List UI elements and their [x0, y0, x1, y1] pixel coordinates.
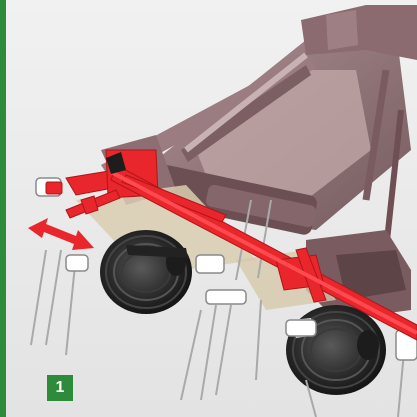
accent-strip — [0, 0, 6, 417]
left-wheel — [100, 230, 192, 314]
machine-illustration — [6, 0, 417, 417]
right-wheel — [286, 305, 386, 395]
support-plate — [76, 185, 256, 275]
tines — [30, 199, 407, 417]
adjustment-arrow — [28, 218, 94, 250]
black-cylinder — [106, 152, 126, 174]
red-support-bar — [110, 170, 417, 335]
figure-number-badge: 1 — [47, 375, 73, 401]
